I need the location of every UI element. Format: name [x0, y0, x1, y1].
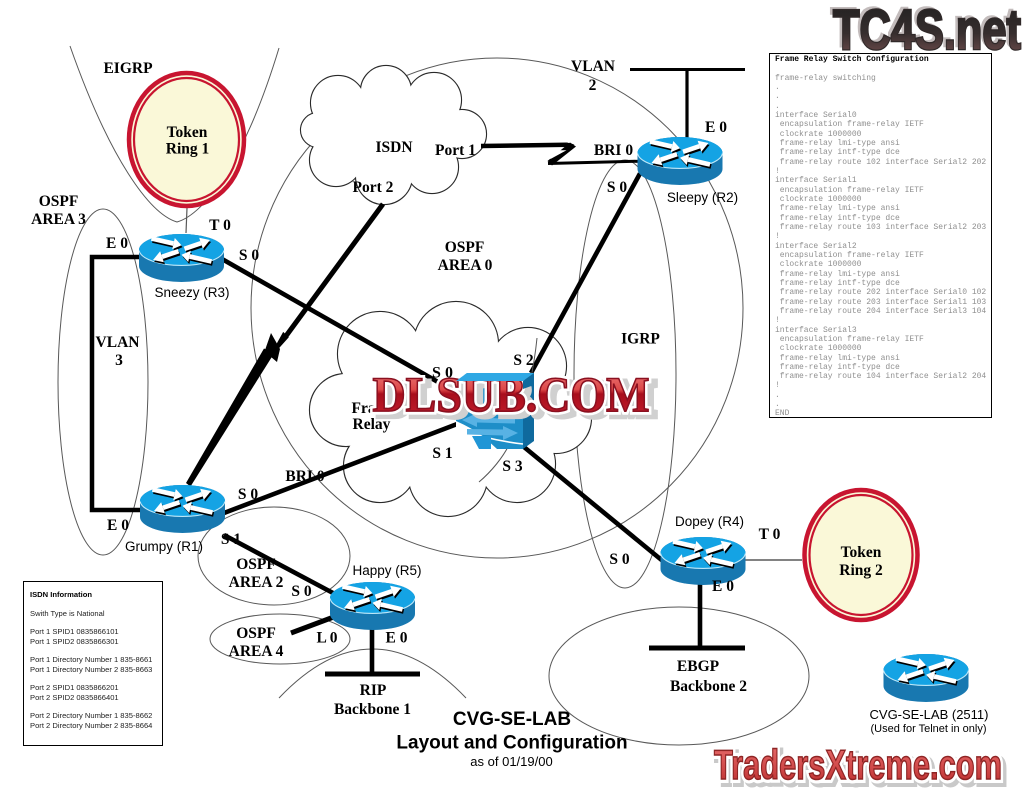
svg-text:S 1: S 1 [432, 445, 452, 462]
svg-text:AREA 3: AREA 3 [31, 211, 86, 228]
svg-text:OSPF: OSPF [39, 193, 79, 210]
svg-text:Relay: Relay [353, 416, 391, 433]
svg-text:T 0: T 0 [759, 526, 781, 543]
svg-text:S 0: S 0 [432, 365, 453, 382]
svg-text:IGRP: IGRP [621, 331, 660, 348]
svg-text:E 0: E 0 [107, 517, 129, 534]
svg-text:TradersXtreme.com: TradersXtreme.com [714, 741, 1002, 788]
svg-text:Backbone 2: Backbone 2 [670, 678, 747, 695]
svg-text:(Used for Telnet in only): (Used for Telnet in only) [871, 723, 987, 735]
svg-text:CVG-SE-LAB (2511): CVG-SE-LAB (2511) [870, 707, 989, 722]
svg-text:T 0: T 0 [209, 217, 231, 234]
svg-text:E 0: E 0 [712, 578, 734, 595]
svg-text:S 0: S 0 [239, 247, 259, 264]
svg-text:S 0: S 0 [238, 486, 258, 503]
svg-text:Token: Token [167, 124, 208, 141]
svg-text:Ring 2: Ring 2 [839, 562, 883, 579]
svg-text:S 1: S 1 [221, 531, 241, 548]
svg-text:TradersXtreme.com: TradersXtreme.com [714, 741, 1002, 788]
svg-text:S 0: S 0 [609, 551, 629, 568]
svg-text:Port 1: Port 1 [435, 142, 476, 159]
svg-text:L 0: L 0 [316, 630, 337, 647]
svg-text:S 0: S 0 [607, 179, 627, 196]
svg-text:BRI 0: BRI 0 [594, 142, 633, 159]
svg-text:CVG-SE-LAB: CVG-SE-LAB [453, 709, 571, 730]
svg-text:S 2: S 2 [513, 352, 533, 369]
svg-text:Grumpy (R1): Grumpy (R1) [125, 539, 203, 554]
svg-text:2: 2 [589, 77, 597, 94]
svg-text:TC4S.net: TC4S.net [833, 0, 1021, 62]
svg-text:EBGP: EBGP [677, 658, 720, 675]
svg-text:Backbone 1: Backbone 1 [334, 701, 411, 718]
svg-text:E 0: E 0 [705, 119, 727, 136]
svg-text:OSPF: OSPF [445, 239, 485, 256]
svg-text:Dopey (R4): Dopey (R4) [675, 514, 744, 529]
svg-text:Sleepy (R2): Sleepy (R2) [667, 190, 738, 205]
svg-text:BRI 0: BRI 0 [285, 468, 324, 485]
svg-text:Port 2: Port 2 [353, 179, 394, 196]
svg-text:TradersXtreme.com: TradersXtreme.com [717, 745, 1005, 791]
svg-text:DLSUB.COM: DLSUB.COM [379, 370, 656, 426]
svg-text:EIGRP: EIGRP [103, 60, 153, 77]
svg-text:RIP: RIP [360, 682, 387, 699]
svg-text:OSPF: OSPF [236, 625, 276, 642]
svg-text:Layout and Configuration: Layout and Configuration [396, 733, 627, 754]
svg-text:OSPF: OSPF [236, 556, 276, 573]
svg-text:TC4S.net: TC4S.net [830, 0, 1018, 60]
svg-text:Happy (R5): Happy (R5) [352, 563, 421, 578]
svg-text:AREA 0: AREA 0 [438, 257, 493, 274]
svg-text:E 0: E 0 [386, 630, 408, 647]
svg-text:VLAN: VLAN [96, 334, 140, 351]
svg-text:3: 3 [115, 352, 123, 369]
svg-text:S 0: S 0 [291, 583, 311, 600]
svg-text:AREA 4: AREA 4 [229, 643, 284, 660]
svg-text:E 0: E 0 [106, 235, 128, 252]
svg-text:Token: Token [841, 544, 882, 561]
svg-text:AREA 2: AREA 2 [229, 574, 284, 591]
svg-text:Ring 1: Ring 1 [166, 141, 210, 158]
svg-text:S 3: S 3 [502, 458, 522, 475]
svg-text:Frame: Frame [352, 400, 396, 417]
svg-text:Sneezy (R3): Sneezy (R3) [154, 285, 229, 300]
svg-text:as of 01/19/00: as of 01/19/00 [470, 754, 552, 769]
svg-text:VLAN: VLAN [571, 58, 615, 75]
svg-text:ISDN: ISDN [375, 139, 412, 156]
